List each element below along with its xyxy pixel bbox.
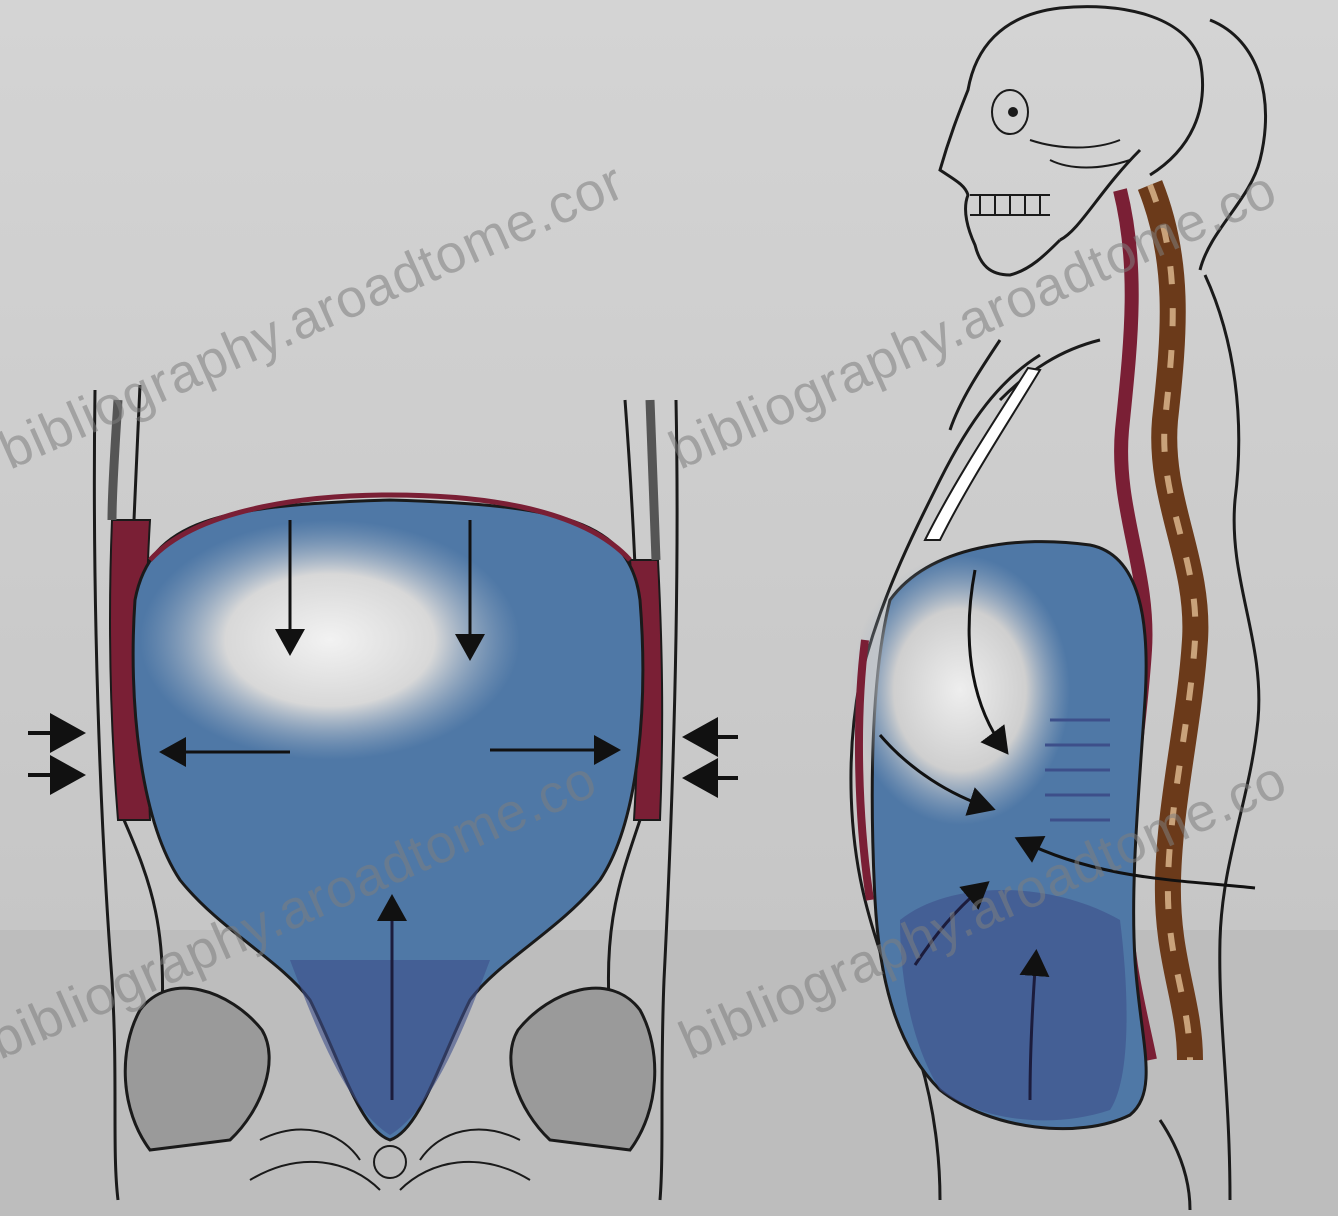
front-diaphragm-highlight (140, 520, 520, 760)
side-diaphragm-highlight (850, 555, 1070, 825)
front-pubic-symphysis (374, 1146, 406, 1178)
front-view (28, 385, 738, 1200)
